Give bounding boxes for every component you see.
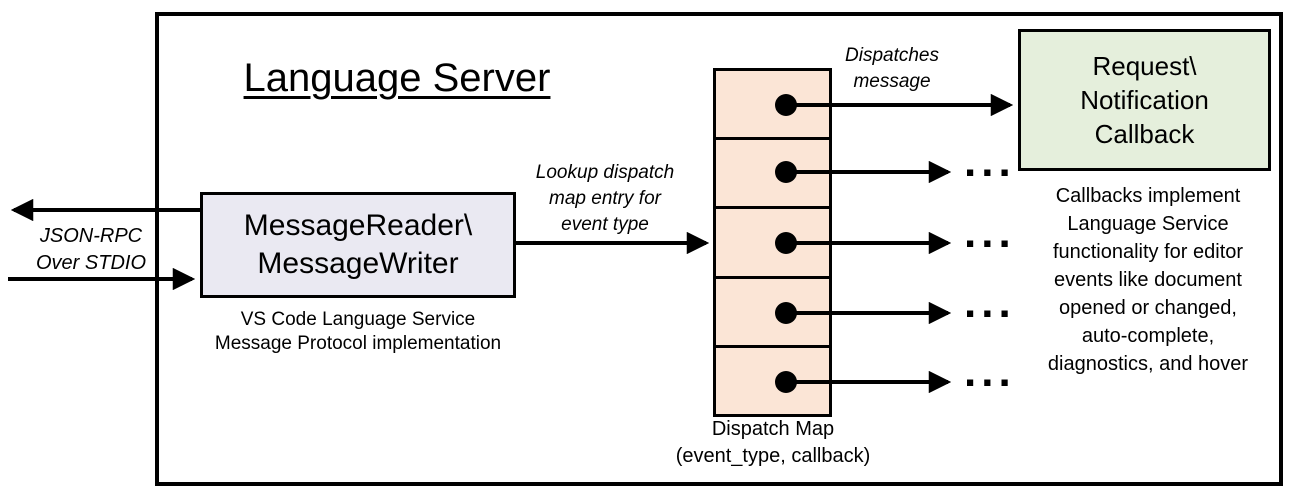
json-rpc-stdio-label: JSON-RPC Over STDIO <box>35 225 146 274</box>
dispatches-message-label: Dispatches message <box>845 45 939 92</box>
request-notification-callback-label: Request\ Notification Callback <box>1080 51 1209 149</box>
language-server-boundary-box <box>155 12 1283 486</box>
dispatch-map-label: Dispatch Map (event_type, callback) <box>675 418 871 467</box>
dispatch-map-cell <box>716 137 829 206</box>
lookup-dispatch-label: Lookup dispatch map entry for event type <box>535 162 675 235</box>
dispatch-map-cell <box>716 71 829 137</box>
diagram-title: Language Server <box>243 56 551 100</box>
dispatch-map-cell <box>716 275 829 345</box>
message-reader-writer-caption: VS Code Language Service Message Protoco… <box>214 309 502 354</box>
request-notification-callback-box: Request\ Notification Callback <box>1018 29 1271 171</box>
callbacks-note: Callbacks implement Language Service fun… <box>1047 185 1249 375</box>
dispatch-map-table <box>713 68 832 417</box>
message-reader-writer-box: MessageReader\ MessageWriter <box>200 192 516 298</box>
message-reader-writer-label: MessageReader\ MessageWriter <box>243 209 473 280</box>
dispatch-map-cell <box>716 344 829 414</box>
dispatch-map-cell <box>716 206 829 275</box>
